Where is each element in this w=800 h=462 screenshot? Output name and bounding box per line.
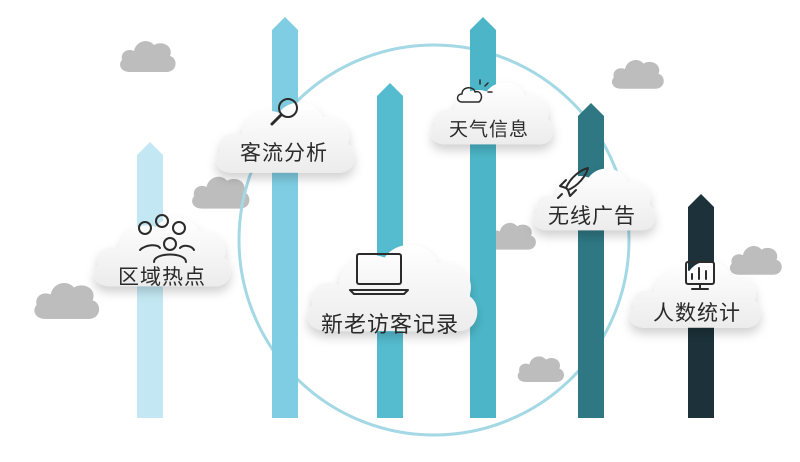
label-ads: 无线广告 <box>548 204 636 228</box>
gray-cloud <box>517 356 564 382</box>
bar-chart-monitor-icon <box>685 261 715 290</box>
bar-5 <box>578 103 604 418</box>
label-hotspot: 区域热点 <box>118 265 206 289</box>
background-ring <box>237 43 631 437</box>
magnifier-icon <box>270 98 298 126</box>
label-flow: 客流分析 <box>240 141 328 165</box>
label-weather: 天气信息 <box>448 118 530 141</box>
bar-2 <box>272 17 298 418</box>
label-visitor: 新老访客记录 <box>320 313 460 338</box>
weather-cloud-sun-icon <box>456 79 493 103</box>
bar-4 <box>470 17 496 418</box>
people-group-icon <box>138 214 195 263</box>
laptop-icon <box>349 253 409 295</box>
bar-3 <box>377 83 403 418</box>
label-clouds <box>93 82 761 332</box>
rocket-icon <box>557 167 589 199</box>
gray-cloud <box>611 60 664 89</box>
gray-cloud <box>729 246 782 275</box>
gray-cloud <box>34 283 100 319</box>
gray-cloud <box>120 41 176 72</box>
label-stats: 人数统计 <box>653 301 741 325</box>
